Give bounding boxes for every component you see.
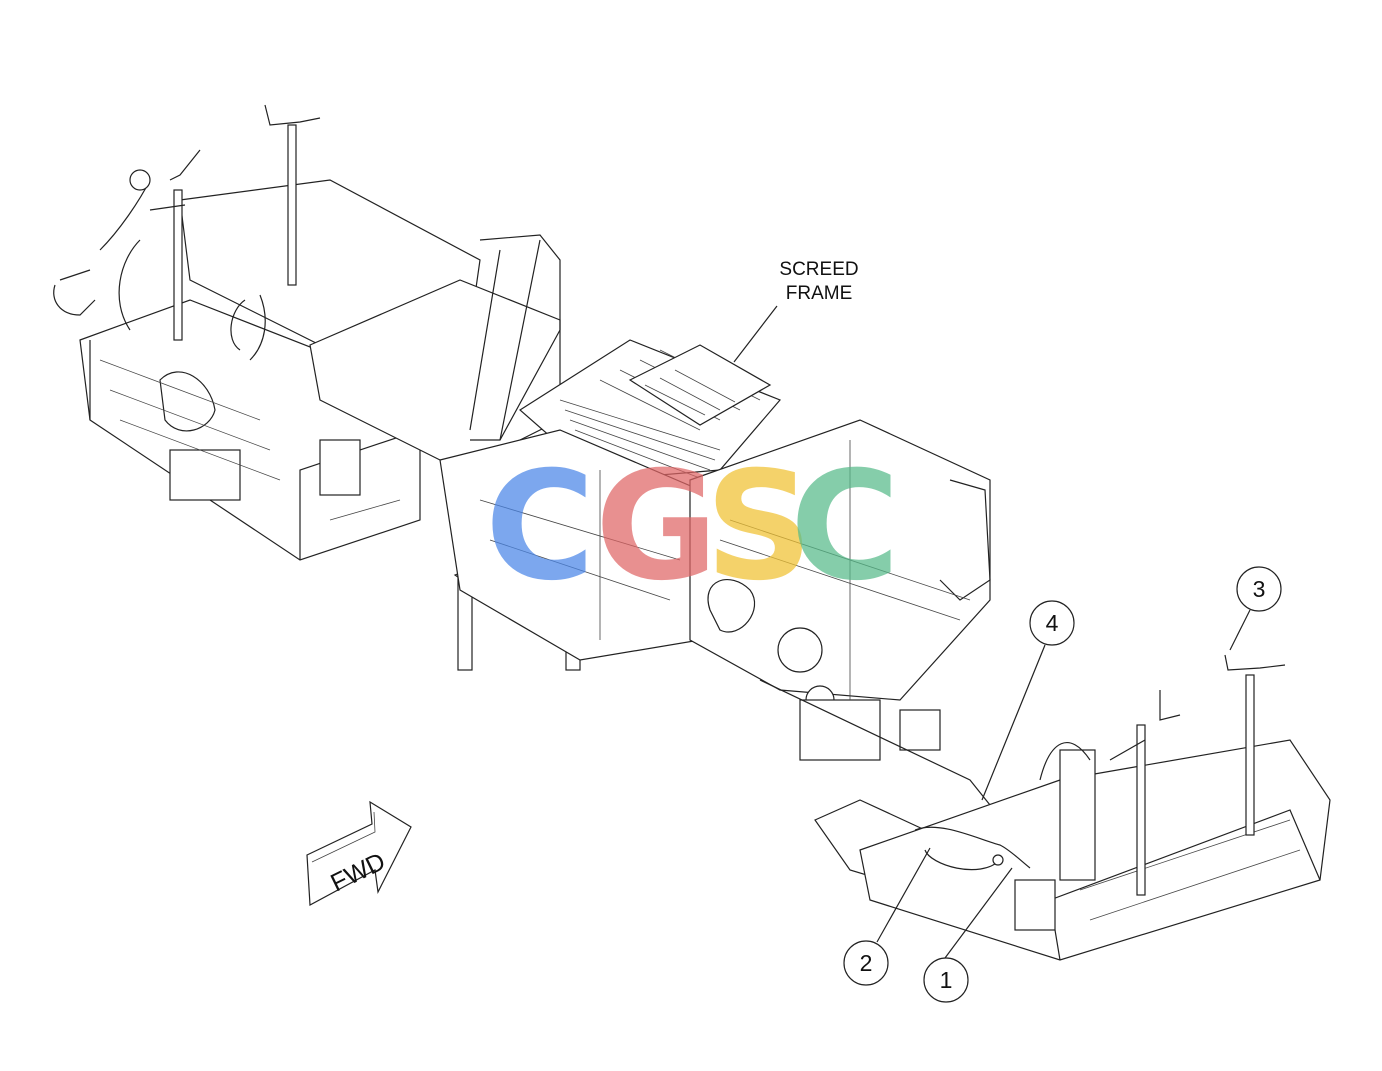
tractor-frame-center (309, 234, 782, 671)
screed-frame-leader (733, 305, 778, 363)
screed-frame-text-line1: SCREED (779, 259, 858, 280)
callout-4-number: 4 (1046, 610, 1059, 636)
callout-4-circle (1029, 600, 1075, 646)
callout-1-number: 1 (940, 967, 953, 993)
callout-2: 2 (843, 847, 931, 986)
fwd-arrow: FWD (306, 800, 412, 906)
watermark-letter-2: G (595, 440, 718, 614)
screed-frame-label: SCREED FRAME (733, 259, 859, 363)
screed-assembly (689, 419, 1011, 901)
callout-3-circle (1236, 566, 1282, 612)
callout-2-number: 2 (860, 950, 873, 976)
callout-1: 1 (923, 867, 1013, 1003)
callout-1-leader (944, 867, 1013, 959)
watermark-letter-1: C (485, 440, 595, 614)
callout-2-circle (843, 940, 889, 986)
watermark-letter-4: C (790, 440, 900, 614)
watermark-letter-3: S (705, 440, 813, 614)
callout-4: 4 (981, 600, 1075, 801)
callout-1-circle (923, 957, 969, 1003)
screed-frame-text-line2: FRAME (786, 283, 853, 304)
front-frame-right (859, 654, 1331, 961)
callout-2-leader (876, 847, 931, 943)
callout-3-leader (1229, 609, 1251, 651)
callout-3: 3 (1229, 566, 1282, 651)
callout-3-number: 3 (1253, 576, 1266, 602)
fwd-arrow-shape (306, 800, 412, 906)
cgsc-watermark: C G S C (485, 440, 900, 614)
callout-4-leader (981, 644, 1046, 801)
